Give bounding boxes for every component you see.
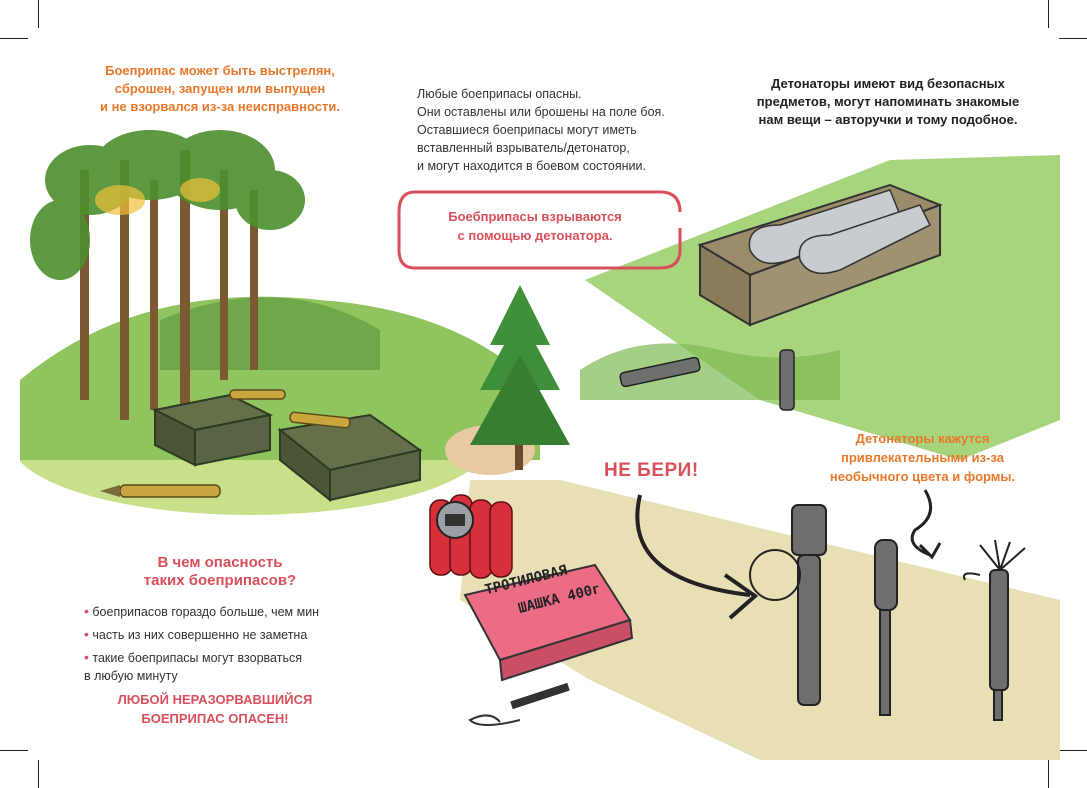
danger-title: В чем опасность таких боеприпасов?	[90, 554, 350, 590]
text-line: Любые боеприпасы опасны.	[417, 87, 582, 101]
tnt-block	[463, 563, 634, 682]
crop-mark	[1059, 38, 1087, 39]
text-line: Они оставлены или брошены на поле боя.	[417, 105, 665, 119]
caption-line: необычного цвета и формы.	[829, 469, 1016, 484]
pine-tree-illustration	[470, 285, 570, 470]
bubble-text: Боебприпасы взрываются с помощью детонат…	[415, 207, 655, 245]
title-line: В чем опасность	[157, 554, 283, 571]
crop-mark	[38, 0, 39, 28]
bubble-line: Боебприпасы взрываются	[448, 209, 622, 224]
bullet-dot-icon: •	[84, 649, 89, 665]
list-item: • боеприпасов гораздо больше, чем мин	[84, 602, 384, 621]
crop-mark	[1059, 750, 1087, 751]
text-line: и могут находится в боевом состоянии.	[417, 159, 646, 173]
list-item: • часть из них совершенно не заметна	[84, 625, 384, 644]
right-caption: Детонаторы имеют вид безопасных предмето…	[728, 75, 1048, 129]
green-background	[585, 155, 1060, 460]
detonator-caption: Детонаторы кажутся привлекательными из-з…	[820, 429, 1025, 486]
arrow-icon	[635, 494, 759, 620]
shell	[119, 389, 351, 498]
warning-line: БОЕПРИПАС ОПАСЕН!	[141, 711, 289, 726]
bullet-dot-icon: •	[84, 603, 89, 619]
caption-line: Детонаторы имеют вид безопасных	[771, 76, 1005, 91]
caption-line: Боеприпас может быть выстрелян,	[105, 63, 335, 78]
bullet-text: часть из них совершенно не заметна	[92, 628, 308, 642]
crop-mark	[38, 760, 39, 788]
caption-line: Детонаторы кажутся	[855, 431, 990, 446]
warning-line: ЛЮБОЙ НЕРАЗОРВАВШИЙСЯ	[117, 692, 313, 707]
middle-text: Любые боеприпасы опасны. Они оставлены и…	[417, 85, 717, 175]
warning-text: ЛЮБОЙ НЕРАЗОРВАВШИЙСЯ БОЕПРИПАС ОПАСЕН!	[90, 690, 340, 728]
text-line: Оставшиеся боеприпасы могут иметь	[417, 123, 637, 137]
dynamite-illustration	[429, 494, 634, 726]
bullet-continuation: в любую минуту	[84, 669, 178, 683]
caption-line: привлекательными из-за	[841, 450, 1004, 465]
danger-bullet-list: • боеприпасов гораздо больше, чем мин • …	[84, 602, 384, 685]
bullet-text: боеприпасов гораздо больше, чем мин	[92, 605, 320, 619]
detonators-illustration	[749, 504, 1026, 721]
title-line: таких боеприпасов?	[143, 572, 297, 589]
khaki-road	[460, 480, 1060, 760]
forest-illustration	[20, 130, 540, 515]
list-item: • такие боеприпасы могут взорваться	[84, 648, 384, 667]
crop-mark	[0, 750, 28, 751]
shell-crate-illustration	[697, 183, 943, 327]
ne-beri-heading: НЕ БЕРИ!	[604, 460, 699, 481]
text-line: вставленный взрыватель/детонатор,	[417, 141, 630, 155]
detonators-on-grass	[580, 343, 840, 411]
bubble-line: с помощью детонатора.	[457, 228, 613, 243]
crop-mark	[0, 38, 28, 39]
left-caption: Боеприпас может быть выстрелян, сброшен,…	[60, 62, 380, 116]
bullet-dot-icon: •	[84, 626, 89, 642]
speech-bubble	[397, 190, 682, 270]
caption-line: предметов, могут напоминать знакомые	[756, 94, 1020, 109]
ammo-crate	[277, 413, 423, 503]
arrow-icon	[910, 489, 942, 560]
caption-line: сброшен, запущен или выпущен	[114, 81, 326, 96]
caption-line: и не взорвался из-за неисправности.	[100, 99, 340, 114]
crop-mark	[1048, 760, 1049, 788]
ammo-crate	[151, 393, 274, 467]
crop-mark	[1048, 0, 1049, 28]
caption-line: нам вещи – авторучки и тому подобное.	[758, 112, 1018, 127]
bullet-text: такие боеприпасы могут взорваться	[92, 651, 302, 665]
